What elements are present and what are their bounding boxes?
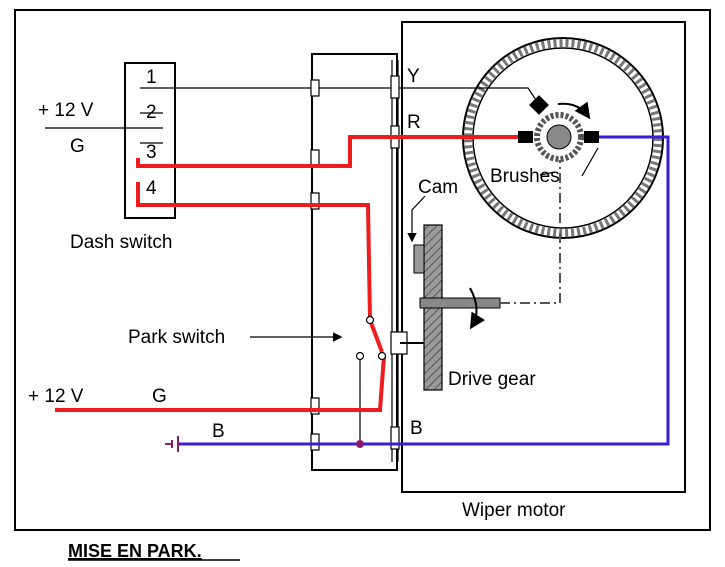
drive-shaft bbox=[419, 297, 501, 309]
pin-1-label: 1 bbox=[146, 67, 157, 88]
park-switch-contacts bbox=[355, 315, 387, 361]
outer-frame bbox=[14, 9, 711, 531]
pin-2-label: 2 bbox=[146, 102, 157, 123]
blue-wire bbox=[178, 135, 670, 446]
pin-4-label: 4 bbox=[146, 178, 157, 199]
ground-junction bbox=[356, 440, 364, 448]
wire-r-label: R bbox=[407, 112, 421, 133]
ground-b-label: B bbox=[212, 421, 225, 442]
brushes-label: Brushes bbox=[490, 166, 560, 187]
ground-symbol bbox=[165, 436, 179, 452]
supply-g-label: G bbox=[152, 386, 167, 407]
red-wires bbox=[55, 135, 518, 412]
dash-switch-body bbox=[124, 62, 176, 219]
brush-right bbox=[584, 131, 599, 143]
brush-top bbox=[529, 95, 549, 115]
supply-plus12v-label: + 12 V bbox=[28, 386, 84, 407]
wiper-motor-label: Wiper motor bbox=[462, 500, 566, 521]
brush-left bbox=[518, 131, 533, 143]
park-switch-label: Park switch bbox=[128, 327, 225, 348]
dash-plus12v-label: + 12 V bbox=[38, 100, 94, 121]
motor-b-label: B bbox=[410, 418, 423, 439]
rotation-arrow bbox=[557, 101, 591, 120]
caption: MISE EN PARK. bbox=[68, 541, 202, 561]
dash-switch-label: Dash switch bbox=[70, 232, 172, 253]
dash-g-label: G bbox=[70, 136, 85, 157]
cam-label: Cam bbox=[418, 177, 458, 198]
connector-block bbox=[311, 53, 398, 471]
drive-gear-label: Drive gear bbox=[448, 369, 536, 390]
shaft-rotation-arrow bbox=[469, 287, 486, 330]
cam bbox=[413, 244, 425, 274]
commutator bbox=[534, 112, 584, 162]
gear-to-armature-link bbox=[500, 160, 561, 304]
wiper-motor-box bbox=[401, 21, 686, 493]
pin-3-label: 3 bbox=[146, 142, 157, 163]
wire-y-label: Y bbox=[407, 66, 420, 87]
thin-wires bbox=[45, 60, 599, 462]
